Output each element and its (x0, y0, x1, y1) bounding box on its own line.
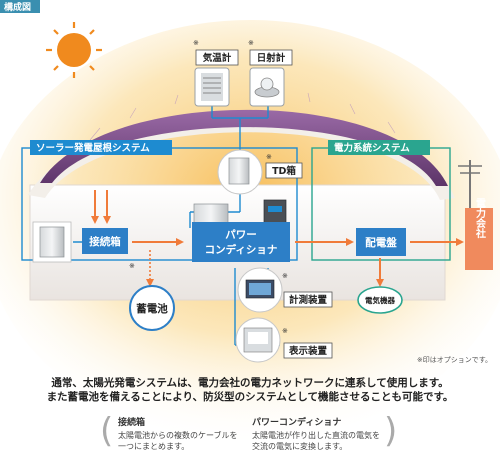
solar-roof-system-label: ソーラー発電屋根システム (36, 142, 150, 154)
solar-roof-system-label-bg (30, 140, 172, 155)
storage-battery-label: 蓄電池 (136, 302, 168, 315)
glossary-bracket-left: ( (100, 411, 114, 451)
thermometer-option-mark: ※ (193, 39, 199, 47)
glossary-bracket-right: ) (384, 411, 398, 451)
option-note: ※印はオプションです。 (417, 356, 492, 364)
display-label-box (283, 342, 333, 359)
distribution-board-node (356, 228, 406, 256)
td-box-label-box (265, 162, 303, 179)
junction-box-label: 接続箱 (89, 235, 121, 248)
power-company-node (465, 208, 493, 270)
thermometer-label: 気温計 (203, 52, 232, 64)
dc-flow-arrows (91, 190, 464, 287)
description-line-1: 通常、太陽光発電システムは、電力会社の電力ネットワークに連系して使用します。 (51, 377, 449, 389)
td-box-option-mark: ※ (266, 153, 272, 161)
power-conditioner-label-line1: パワー (225, 229, 257, 241)
glossary-item-power-conditioner: パワーコンディショナ 太陽電池が作り出した直流の電気を 交流の電気に変換します。 (252, 418, 392, 452)
power-company-label: 電力会社 (474, 198, 487, 239)
solar-roof (40, 109, 448, 186)
measurement-label-box (283, 291, 333, 308)
appliances-node (357, 286, 403, 314)
utility-pole-icon (458, 160, 482, 208)
storage-battery-node (129, 285, 175, 331)
grid-system-label: 電力系統システム (334, 142, 410, 154)
td-box-label: TD箱 (272, 165, 296, 177)
junction-box-device (32, 221, 72, 263)
junction-box-node (82, 228, 128, 254)
display-option-mark: ※ (282, 327, 288, 335)
glossary-line: 一つにまとめます。 (118, 442, 190, 451)
pyranometer-device (249, 67, 285, 107)
glossary-line: 交流の電気に変換します。 (252, 442, 348, 451)
pyranometer-label: 日射計 (257, 52, 286, 64)
header-title: 構成図 (4, 1, 31, 13)
measurement-option-mark: ※ (282, 272, 288, 280)
td-box-device (217, 149, 263, 195)
battery-option-mark: ※ (129, 262, 135, 270)
measurement-device (237, 267, 283, 313)
header-tab (0, 0, 40, 13)
glossary-term: パワーコンディショナ (252, 418, 342, 428)
description-line-2: また蓄電池を備えることにより、防災型のシステムとして機能させることも可能です。 (46, 391, 454, 403)
thermometer-device (194, 67, 230, 107)
pyranometer-label-box (249, 49, 293, 66)
power-conditioner-label-line2: コンディショナ (205, 243, 278, 256)
appliances-label: 電気機器 (365, 295, 395, 305)
glossary-line: 太陽電池が作り出した直流の電気を (252, 431, 380, 440)
sun-icon (46, 22, 102, 78)
distribution-board-label: 配電盤 (365, 236, 397, 249)
glossary-line: 太陽電池からの複数のケーブルを (118, 431, 238, 440)
measurement-label: 計測装置 (289, 294, 328, 306)
glossary-term: 接続箱 (118, 418, 146, 428)
thermometer-label-box (195, 49, 239, 66)
display-device (235, 317, 281, 363)
pyranometer-option-mark: ※ (248, 39, 254, 47)
display-label: 表示装置 (288, 345, 328, 357)
glossary-item-junction-box: 接続箱 太陽電池からの複数のケーブルを 一つにまとめます。 (118, 418, 248, 452)
grid-system-label-bg (328, 140, 430, 155)
power-conditioner-node (192, 222, 290, 262)
